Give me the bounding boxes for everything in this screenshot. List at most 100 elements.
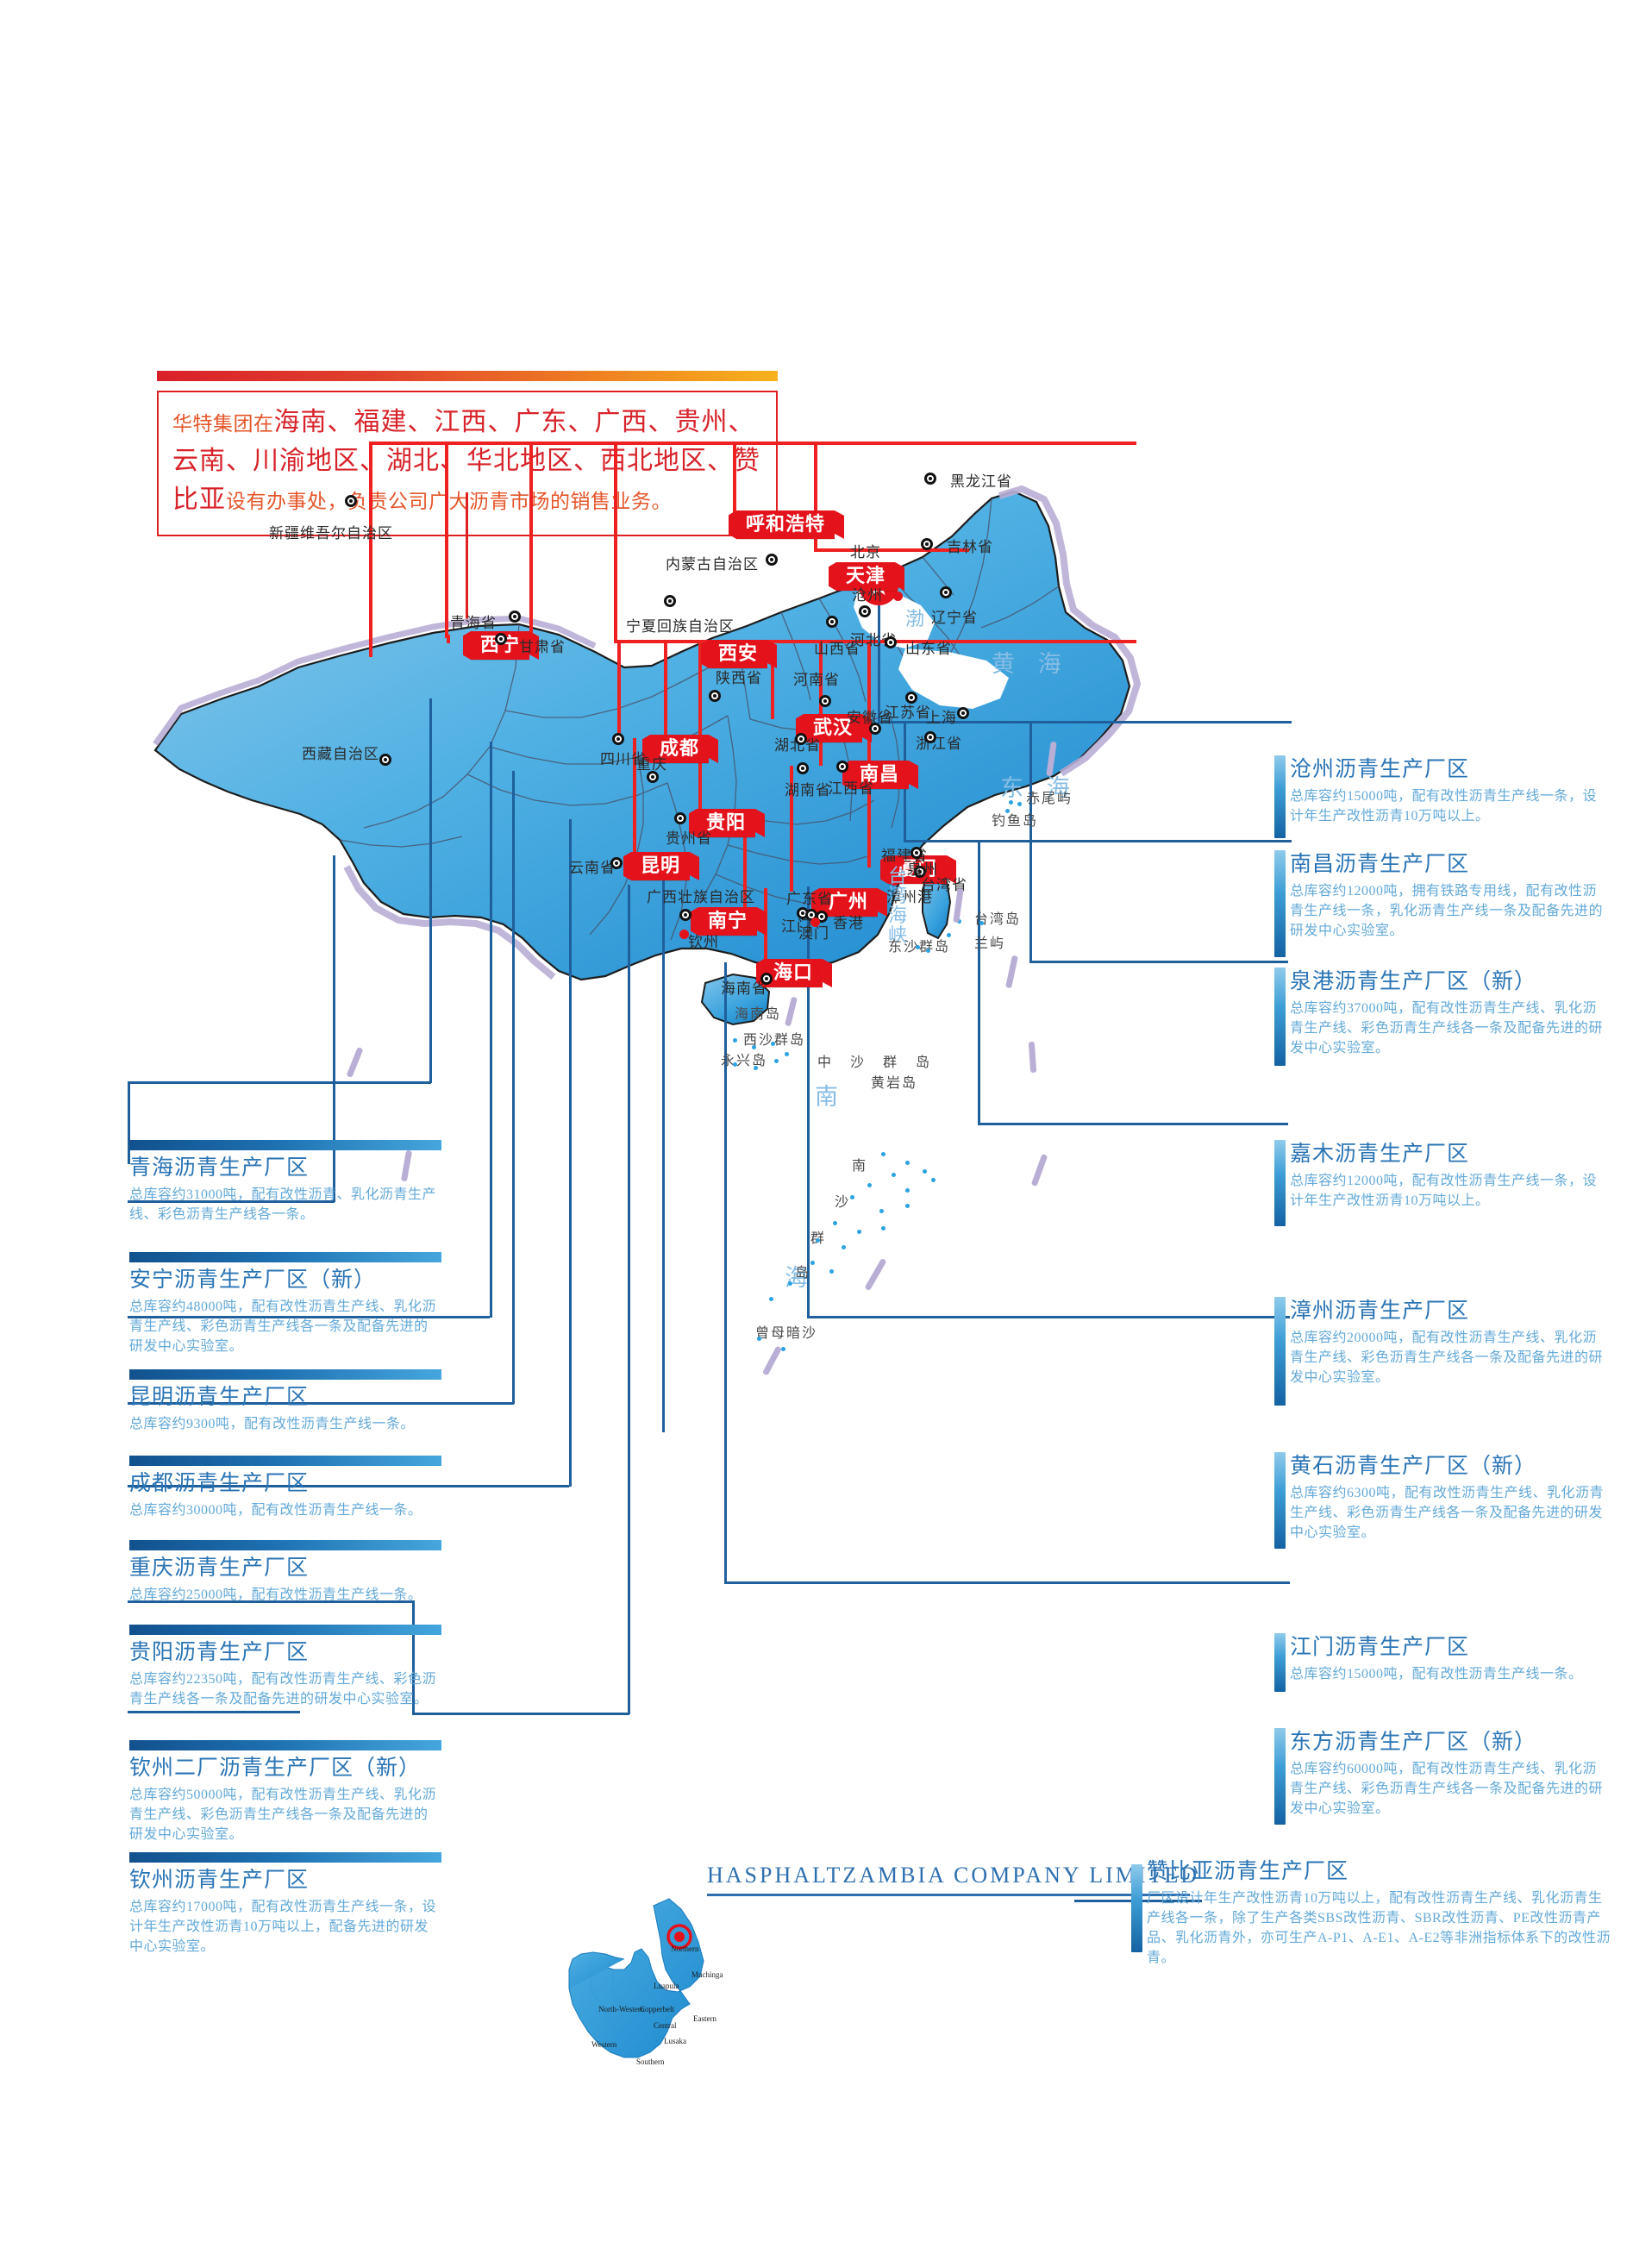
island-dot-icon xyxy=(905,1188,910,1193)
red-route-line xyxy=(447,635,450,643)
plant-card-right-3[interactable]: 嘉木沥青生产厂区总库容约12000吨，配有改性沥青生产线一条，设计年生产改性沥青… xyxy=(1274,1137,1611,1226)
province-label-16: 安徽省 xyxy=(847,710,893,726)
province-label-3: 新疆维吾尔自治区 xyxy=(269,525,393,542)
blue-route-line xyxy=(724,1581,1290,1584)
city-flag-8[interactable]: 昆明 xyxy=(631,852,691,880)
plant-card-left-0[interactable]: 青海沥青生产厂区总库容约31000吨，配有改性沥青、乳化沥青生产线、彩色沥青生产… xyxy=(129,1140,441,1224)
island-label-0: 钓鱼岛 xyxy=(992,814,1039,829)
card-title: 东方沥青生产厂区（新） xyxy=(1290,1731,1537,1754)
island-dot-icon xyxy=(771,1042,775,1046)
blue-route-line xyxy=(878,721,1292,723)
city-flag-0[interactable]: 呼和浩特 xyxy=(736,510,835,539)
header-text-box: 华特集团在海南、福建、江西、广东、广西、贵州、云南、川渝地区、湖北、华北地区、西… xyxy=(157,391,778,536)
province-capital-dot-icon xyxy=(495,633,507,645)
card-body: 总库容约37000吨，配有改性沥青生产线、乳化沥青生产线、彩色沥青生产线各一条及… xyxy=(1290,1000,1604,1056)
city-flag-4[interactable]: 成都 xyxy=(650,735,710,763)
plant-card-left-1[interactable]: 安宁沥青生产厂区（新）总库容约48000吨，配有改性沥青生产线、乳化沥青生产线、… xyxy=(129,1252,441,1356)
province-label-15: 上海 xyxy=(926,710,957,726)
plant-card-left-6[interactable]: 钦州二厂沥青生产厂区（新）总库容约50000吨，配有改性沥青生产线、乳化沥青生产… xyxy=(129,1740,441,1844)
province-label-9: 河北省 xyxy=(850,632,897,648)
card-body: 总库容约6300吨，配有改性沥青生产线、乳化沥青生产线、彩色沥青生产线各一条及配… xyxy=(1290,1485,1605,1541)
plant-card-zambia[interactable]: 赞比亚沥青生产厂区 厂区设计年生产改性沥青10万吨以上，配有改性沥青生产线、乳化… xyxy=(1131,1854,1626,1969)
province-label-4: 内蒙古自治区 xyxy=(666,556,759,573)
island-dot-icon xyxy=(867,1183,872,1187)
island-dot-icon xyxy=(752,1045,756,1049)
province-label-8: 山西省 xyxy=(814,641,860,657)
card-accent-bar xyxy=(1274,1633,1286,1692)
card-accent-bar xyxy=(129,1740,441,1750)
card-accent-bar xyxy=(129,1540,441,1550)
red-route-line xyxy=(771,643,774,719)
plant-card-right-7[interactable]: 东方沥青生产厂区（新）总库容约60000吨，配有改性沥青生产线、乳化沥青生产线、… xyxy=(1274,1725,1611,1825)
card-body: 总库容约12000吨，拥有铁路专用线，配有改性沥青生产线一条，乳化沥青生产线一条… xyxy=(1290,883,1604,939)
province-label-22: 江西省 xyxy=(828,780,874,797)
plant-card-left-4[interactable]: 重庆沥青生产厂区总库容约25000吨，配有改性沥青生产线一条。 xyxy=(129,1540,441,1605)
island-label-8: 中 沙 群 岛 xyxy=(817,1055,938,1070)
plant-card-left-7[interactable]: 钦州沥青生产厂区总库容约17000吨，配有改性沥青生产线一条，设计年生产改性沥青… xyxy=(129,1852,441,1957)
province-capital-dot-icon xyxy=(905,692,917,704)
red-route-line xyxy=(790,766,793,892)
card-accent-bar xyxy=(1131,1864,1142,1952)
blue-route-line xyxy=(904,840,1292,842)
plant-card-right-1[interactable]: 南昌沥青生产厂区总库容约12000吨，拥有铁路专用线，配有改性沥青生产线一条，乳… xyxy=(1274,847,1611,957)
blue-route-line xyxy=(878,592,880,723)
plant-card-left-3[interactable]: 成都沥青生产厂区总库容约30000吨，配有改性沥青生产线一条。 xyxy=(129,1456,441,1520)
city-flag-6[interactable]: 南昌 xyxy=(850,761,910,789)
blue-route-line xyxy=(978,840,980,1124)
plant-card-right-4[interactable]: 漳州沥青生产厂区总库容约20000吨，配有改性沥青生产线、乳化沥青生产线、彩色沥… xyxy=(1274,1293,1611,1406)
province-label-18: 四川省 xyxy=(600,751,647,767)
city-flag-10[interactable]: 广州 xyxy=(819,888,879,917)
card-title: 成都沥青生产厂区 xyxy=(129,1472,310,1495)
card-accent-bar xyxy=(129,1140,441,1150)
plant-city-label-0: 沧州 xyxy=(852,587,883,604)
plant-card-right-2[interactable]: 泉港沥青生产厂区（新）总库容约37000吨，配有改性沥青生产线、乳化沥青生产线、… xyxy=(1274,964,1611,1066)
province-label-24: 云南省 xyxy=(569,860,616,876)
city-flag-3[interactable]: 西安 xyxy=(709,640,768,668)
card-body: 总库容约50000吨，配有改性沥青生产线、乳化沥青生产线、彩色沥青生产线各一条及… xyxy=(129,1787,437,1843)
zambia-region-label-0: Northern xyxy=(671,1945,699,1953)
province-label-26: 台湾省 xyxy=(921,877,967,893)
island-dot-icon xyxy=(788,1281,792,1286)
province-label-7: 甘肃省 xyxy=(519,639,566,655)
island-label-3: 兰屿 xyxy=(974,936,1006,951)
province-label-29: 海南省 xyxy=(721,980,767,997)
hainan-island xyxy=(700,973,771,1026)
header-callout: 华特集团在海南、福建、江西、广东、广西、贵州、云南、川渝地区、湖北、华北地区、西… xyxy=(157,371,778,536)
sea-label-3: 台 湾 海 峡 xyxy=(888,865,908,947)
province-capital-dot-icon xyxy=(797,762,809,774)
plant-card-right-6[interactable]: 江门沥青生产厂区总库容约15000吨，配有改性沥青生产线一条。 xyxy=(1274,1630,1611,1692)
plant-card-right-0[interactable]: 沧州沥青生产厂区总库容约15000吨，配有改性沥青生产线一条，设计年生产改性沥青… xyxy=(1274,752,1611,838)
island-dot-icon xyxy=(757,1337,761,1341)
province-label-21: 湖南省 xyxy=(785,782,831,798)
plant-city-dot-icon xyxy=(810,917,820,927)
card-body: 总库容约48000吨，配有改性沥青生产线、乳化沥青生产线、彩色沥青生产线各一条及… xyxy=(129,1299,437,1355)
city-flag-7[interactable]: 贵阳 xyxy=(697,809,756,837)
plant-card-right-5[interactable]: 黄石沥青生产厂区（新）总库容约6300吨，配有改性沥青生产线、乳化沥青生产线、彩… xyxy=(1274,1449,1611,1549)
city-flag-11[interactable]: 南宁 xyxy=(698,907,758,936)
plant-card-left-2[interactable]: 昆明沥青生产厂区总库容约9300吨，配有改性沥青生产线一条。 xyxy=(129,1369,441,1434)
city-flag-12[interactable]: 海口 xyxy=(764,959,823,987)
province-capital-dot-icon xyxy=(914,866,926,878)
red-route-line xyxy=(617,643,621,743)
red-route-line xyxy=(867,643,871,867)
island-dot-icon xyxy=(774,1059,779,1063)
province-label-5: 宁夏回族自治区 xyxy=(626,618,735,635)
plant-card-left-5[interactable]: 贵阳沥青生产厂区总库容约22350吨，配有改性沥青生产线、彩色沥青生产线各一条及… xyxy=(129,1625,441,1709)
zambia-underline xyxy=(707,1894,1190,1896)
plant-city-dot-icon xyxy=(893,592,903,601)
island-dot-icon xyxy=(957,919,961,924)
china-map: ★ 北京 呼和浩特天津西宁西安成都武汉南昌贵阳昆明厦门广州南宁海口 黑龙江省吉林… xyxy=(128,442,1292,1828)
sea-label-5: 海 xyxy=(785,1265,817,1291)
blue-route-line xyxy=(1029,961,1288,963)
red-route-line xyxy=(614,442,617,642)
island-label-12: 群 xyxy=(810,1226,826,1247)
zambia-company-name: HASPHALTZAMBIA COMPANY LIMITED xyxy=(707,1863,1200,1888)
card-body: 总库容约15000吨，配有改性沥青生产线一条，设计年生产改性沥青10万吨以上。 xyxy=(1290,788,1598,824)
city-flag-5[interactable]: 武汉 xyxy=(804,714,863,742)
city-flag-1[interactable]: 天津 xyxy=(836,562,896,591)
blue-route-line xyxy=(128,1200,335,1203)
province-capital-dot-icon xyxy=(924,473,936,485)
province-capital-dot-icon xyxy=(647,771,659,783)
plant-city-dot-icon xyxy=(895,857,904,867)
